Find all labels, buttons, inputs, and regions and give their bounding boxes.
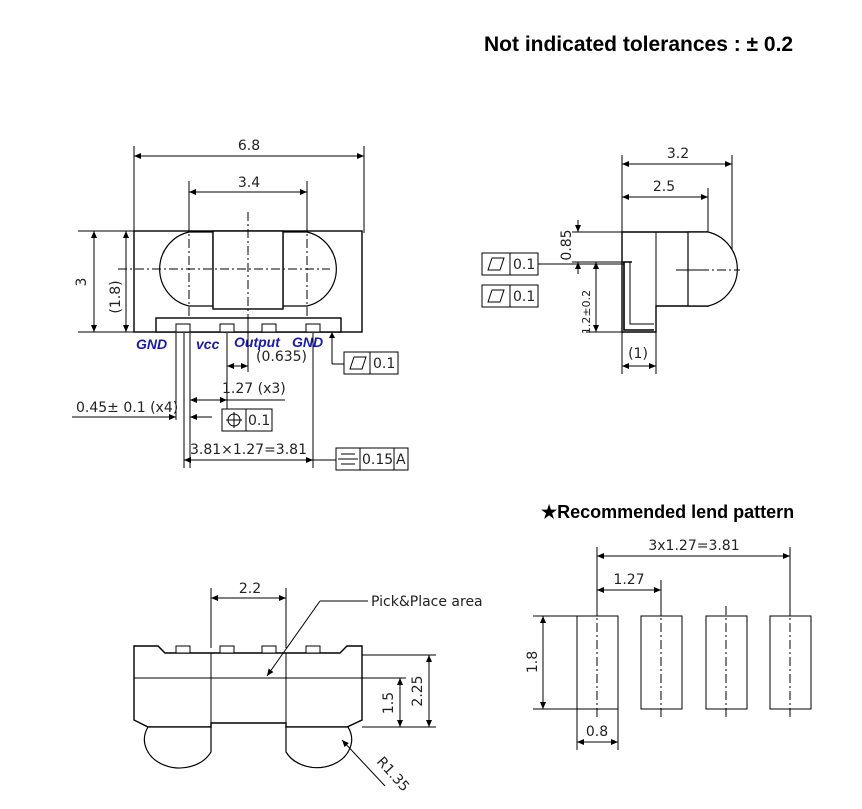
side-lens (687, 231, 738, 307)
bottom-lens-right (285, 726, 353, 769)
dim-pad-width: 0.8 (586, 724, 608, 740)
tolerance-note: Not indicated tolerances : ± 0.2 (484, 33, 793, 56)
dim-lead-width: (1) (628, 346, 648, 362)
dim-land-pitch: 1.27 (613, 572, 644, 588)
dim-pad-height: 1.8 (525, 651, 541, 673)
front-view: 6.8 3.4 3 (1.8) GND vcc Output (72, 138, 409, 471)
dim-land-span: 3x1.27=3.81 (648, 538, 739, 554)
dim-top-offset: 0.85 (559, 229, 575, 260)
flatness-tolerance-side-2: 0.1 (513, 289, 535, 305)
dim-lead-height: 1.2±0.2 (580, 290, 593, 334)
symmetry-datum: A (396, 452, 406, 468)
land-pattern-title: ★Recommended lend pattern (541, 502, 794, 522)
front-pin-1 (175, 323, 191, 333)
dim-radius: R1.35 (373, 754, 412, 795)
dim-lens-spacing: 3.4 (238, 175, 260, 191)
pin-label-gnd-2: GND (292, 334, 323, 350)
dim-pin-pitch: 1.27 (x3) (222, 381, 286, 397)
symmetry-tolerance: 0.15 (362, 452, 393, 468)
dim-width-total: 6.8 (238, 138, 260, 154)
pick-place-label: Pick&Place area (371, 594, 483, 610)
position-tolerance: 0.1 (248, 413, 270, 429)
dim-height-b: 2.25 (410, 675, 426, 706)
dim-height: 3 (74, 278, 90, 287)
flatness-tolerance-front: 0.1 (373, 356, 395, 372)
side-lead (623, 261, 654, 331)
bottom-view: 2.2 Pick&Place area 1.5 2.25 R1.35 (133, 581, 483, 795)
bottom-lens-left (143, 726, 212, 769)
front-pin-2 (219, 323, 235, 333)
pin-label-gnd-1: GND (136, 336, 167, 352)
bottom-body (133, 645, 363, 728)
dim-lens-height: (1.8) (108, 280, 124, 313)
pin-label-output: Output (234, 334, 281, 350)
dim-side-body-width: 2.5 (653, 179, 675, 195)
dim-pick-width: 2.2 (239, 581, 261, 597)
dim-pin-width: 0.45± 0.1 (x4) (76, 400, 178, 416)
land-pattern: ★Recommended lend pattern 3x1.27=3.81 1.… (525, 502, 812, 750)
dim-pin-offset: (0.635) (256, 349, 307, 365)
pin-label-vcc: vcc (196, 336, 220, 352)
front-pin-4 (305, 323, 321, 333)
side-view: 3.2 2.5 0.85 1.2±0.2 (1) (481, 146, 740, 374)
dim-span: 3.81×1.27=3.81 (190, 442, 307, 458)
front-pin-3 (261, 323, 277, 333)
dim-height-a: 1.5 (381, 692, 397, 714)
dim-side-width: 3.2 (667, 146, 689, 162)
flatness-tolerance-side-1: 0.1 (513, 257, 535, 273)
